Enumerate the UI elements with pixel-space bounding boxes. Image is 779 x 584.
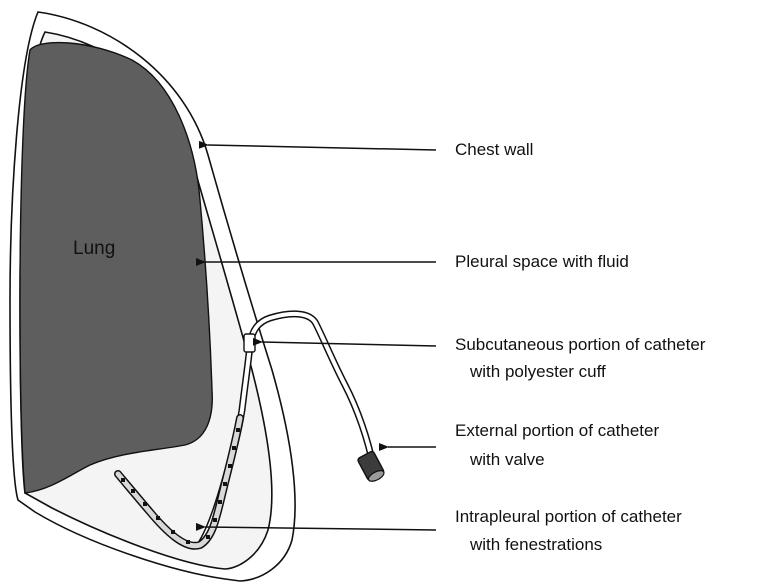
external-label-line2: with valve [469,450,545,469]
subcutaneous-arrow [262,342,436,346]
chest-wall-arrow [208,145,436,150]
fenestration-hole [213,518,217,522]
intrapleural-label-line2: with fenestrations [469,535,602,554]
fenestration-hole [232,446,236,450]
fenestration-hole [171,530,175,534]
fenestration-hole [143,502,147,506]
fenestration-hole [218,500,222,504]
polyester-cuff [244,334,255,352]
fenestration-hole [236,428,240,432]
subcutaneous-label-line1: Subcutaneous portion of catheter [455,335,706,354]
fenestration-hole [131,489,135,493]
external-valve [357,451,386,484]
intrapleural-label-line1: Intrapleural portion of catheter [455,507,682,526]
pleural-space-label: Pleural space with fluid [455,252,629,271]
fenestration-hole [186,540,190,544]
lung-label: Lung [73,238,115,259]
fenestration-hole [206,535,210,539]
external-label-line1: External portion of catheter [455,421,659,440]
subcutaneous-label-line2: with polyester cuff [469,362,606,381]
fenestration-hole [121,478,125,482]
chest-wall-label: Chest wall [455,140,533,159]
fenestration-hole [156,516,160,520]
fenestration-hole [223,482,227,486]
fenestration-hole [228,464,232,468]
